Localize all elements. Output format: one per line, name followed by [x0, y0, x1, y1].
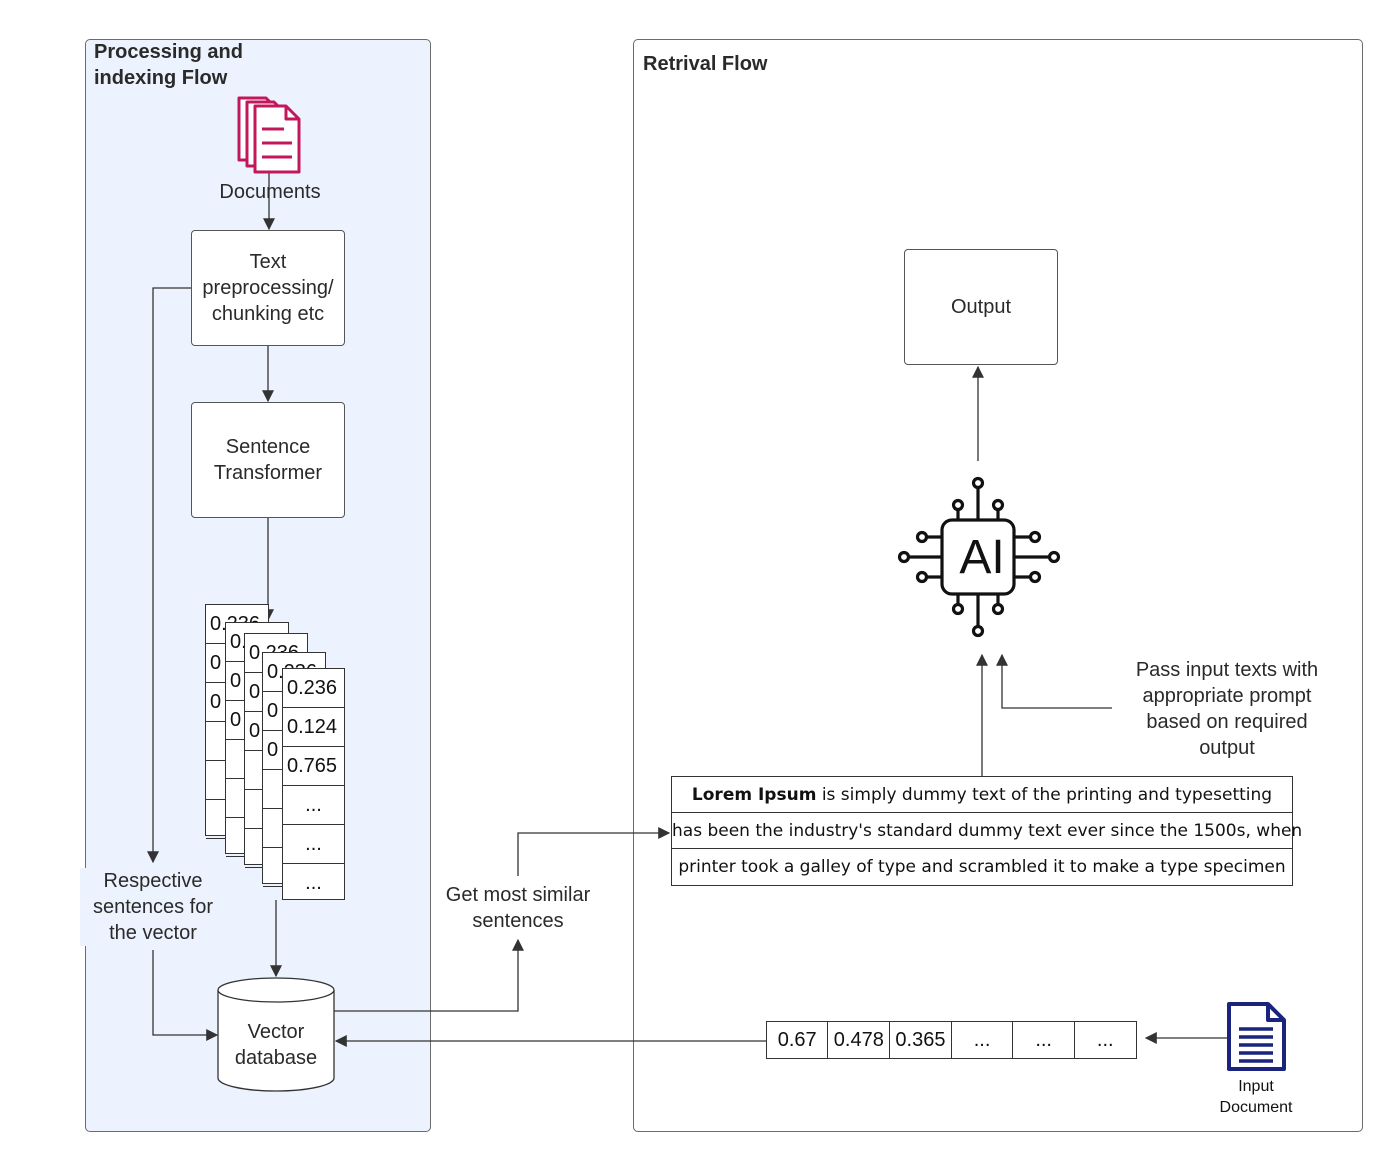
- text-row: printer took a galley of type and scramb…: [671, 848, 1293, 886]
- respective-sentences-label: Respective sentences for the vector: [80, 868, 226, 946]
- query-vector-cell: ...: [1073, 1021, 1137, 1059]
- query-vector-cell: 0.67: [765, 1021, 829, 1059]
- sentence-transformer-box: Sentence Transformer: [191, 402, 345, 518]
- text-row-text: has been the industry's standard dummy t…: [672, 821, 1303, 842]
- text-preprocessing-label: Text preprocessing/ chunking etc: [202, 251, 334, 325]
- vector-value-cell: ...: [283, 786, 344, 825]
- text-row: has been the industry's standard dummy t…: [671, 812, 1302, 850]
- text-row: Lorem Ipsum is simply dummy text of the …: [671, 775, 1293, 814]
- vector-database-label: Vector database: [234, 1021, 318, 1069]
- documents-icon: [237, 96, 301, 174]
- vector-value-cell: 0.236: [283, 669, 344, 708]
- retrieval-flow-title: Retrival Flow: [643, 53, 768, 75]
- vector-value-cell: ...: [283, 825, 344, 864]
- arrow-preprocess-to-sentences: [147, 287, 191, 864]
- documents-label: Documents: [219, 181, 321, 203]
- input-document-icon: [1227, 1002, 1286, 1071]
- input-document-label: Input Document: [1219, 1078, 1293, 1116]
- text-row-text: printer took a galley of type and scramb…: [678, 857, 1286, 878]
- query-vector-row: 0.67 0.478 0.365 ... ... ...: [765, 1021, 1144, 1059]
- query-vector-cell: 0.365: [889, 1021, 952, 1059]
- ai-chip-icon: [897, 476, 1061, 638]
- vector-card-front: 0.236 0.124 0.765 ... ... ...: [282, 668, 345, 900]
- arrow-sentences-to-db: [152, 950, 219, 1041]
- arrow-db-to-similar: [334, 938, 524, 1012]
- ai-chip-label: AI: [959, 530, 1005, 584]
- get-similar-label: Get most similar sentences: [445, 884, 591, 932]
- vector-value-cell: 0.124: [283, 708, 344, 747]
- arrow-prompt-to-ai: [996, 653, 1112, 709]
- prompt-label: Pass input texts with appropriate prompt…: [1135, 659, 1319, 759]
- query-vector-cell: ...: [1012, 1021, 1076, 1059]
- output-label: Output: [950, 296, 1012, 318]
- vector-value-cell: 0.765: [283, 747, 344, 786]
- processing-indexing-panel: [85, 39, 431, 1132]
- vector-value-cell: ...: [305, 872, 322, 894]
- query-vector-cell: 0.478: [827, 1021, 891, 1059]
- text-preprocessing-box: Text preprocessing/ chunking etc: [191, 230, 345, 346]
- vector-database-icon: [217, 977, 335, 1092]
- arrow-similar-to-text: [517, 827, 671, 876]
- retrieved-text-table: Lorem Ipsum is simply dummy text of the …: [671, 775, 1302, 886]
- text-row-bold: Lorem Ipsum: [691, 784, 817, 805]
- sentence-transformer-label: Sentence Transformer: [213, 436, 323, 484]
- output-box: Output: [904, 249, 1058, 365]
- query-vector-cell: ...: [950, 1021, 1014, 1059]
- text-row-text: is simply dummy text of the printing and…: [816, 784, 1273, 805]
- processing-indexing-title: Processing and indexing Flow: [94, 41, 243, 89]
